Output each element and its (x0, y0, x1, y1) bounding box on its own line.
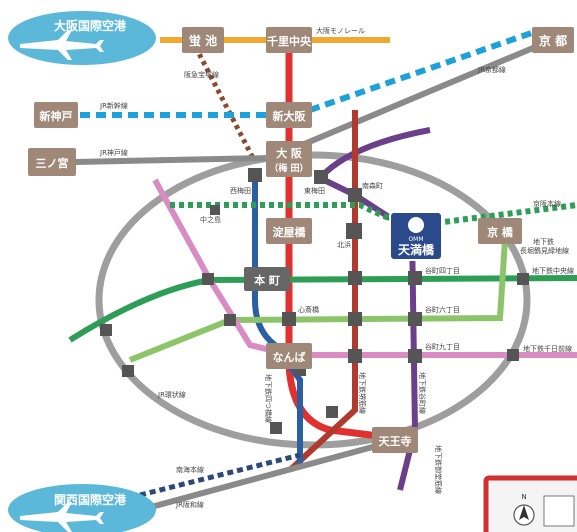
node-nishi-umeda (248, 168, 262, 182)
label-nagahori-line-1: 地下鉄 (533, 237, 554, 246)
station-tennoji: 天王寺 (379, 434, 412, 448)
label-tanimachi9: 谷町九丁目 (425, 342, 460, 351)
label-tanimachi6: 谷町六丁目 (425, 305, 460, 314)
airplane-icon (20, 30, 104, 60)
node-nagahori-w2 (100, 324, 112, 336)
station-tenmabashi-logo-icon (408, 217, 424, 233)
node-minami-morimachi (348, 188, 362, 202)
station-kyoto: 京 都 (539, 33, 567, 48)
station-tenmabashi: 天満橋 (398, 242, 435, 257)
node-loop-w (122, 365, 134, 377)
station-shin-kobe-box[interactable] (34, 102, 78, 128)
station-tenmabashi-box[interactable] (389, 211, 443, 261)
label-yotsubashi: 地下鉄四つ橋線 (264, 374, 273, 423)
node-chuo-e (517, 273, 529, 285)
station-honmachi-box[interactable] (244, 267, 290, 291)
label-monorail: 大阪モノレール (316, 26, 365, 35)
label-minami-morimachi: 南森町 (362, 181, 383, 190)
north-arrow-icon (519, 505, 529, 520)
station-shin-osaka: 新大阪 (273, 109, 307, 123)
station-yodoyabashi-box[interactable] (266, 218, 312, 244)
label-jr-kyoto: JR京都線 (477, 65, 506, 74)
node-nihonbashi (348, 349, 362, 363)
jr-kobe-line (74, 155, 271, 165)
label-keihan: 京阪本線 (533, 199, 561, 208)
node-nakanoshima (210, 205, 220, 215)
label-chuo-line: 地下鉄中央線 (532, 266, 574, 275)
sakaisuji-line (287, 110, 358, 473)
node-tanimachi4 (408, 271, 422, 285)
airport-kansai-label: 関西国際空港 (54, 492, 127, 507)
label-midosuji: 地下鉄御堂筋線 (434, 445, 443, 494)
station-tenmabashi-logo: OMM (408, 236, 423, 243)
station-hotarugaike: 蛍 池 (189, 33, 217, 48)
jr-shinkansen-line-2 (309, 27, 541, 113)
station-kyobashi: 京 橋 (487, 225, 514, 239)
station-senri-chuo-box[interactable] (266, 27, 312, 53)
label-hankyu: 阪急宝塚線 (184, 70, 219, 79)
node-tennoji-w (270, 422, 282, 434)
station-kyobashi-box[interactable] (478, 218, 522, 244)
legend-north-label: N (521, 493, 526, 501)
station-namba-box[interactable] (266, 343, 312, 369)
node-sakaisuji-honmachi (348, 271, 362, 285)
airport-itami-badge[interactable] (8, 11, 156, 65)
station-sannomiya-box[interactable] (28, 148, 76, 176)
label-kitahama: 北浜 (337, 240, 351, 249)
node-chuo-w (202, 273, 214, 285)
label-nagahori-line-2: 長堀鶴見緑地線 (520, 246, 569, 255)
hankyu-takarazuka-line (189, 38, 257, 162)
station-shin-osaka-box[interactable] (266, 102, 312, 128)
label-higashi-umeda: 東梅田 (304, 186, 325, 195)
label-nakanoshima: 中之島 (200, 215, 221, 224)
station-sannomiya: 三ノ宮 (36, 156, 69, 170)
label-jr-loop: JR環状線 (157, 390, 186, 399)
node-higashi-umeda (314, 170, 328, 184)
label-jr-hanwa: JR阪和線 (175, 500, 204, 509)
label-sakaisuji: 地下鉄堺筋線 (358, 372, 367, 414)
label-nishi-umeda: 西梅田 (230, 186, 251, 195)
station-namba: なんば (273, 350, 306, 364)
label-nagahori-line: 地下鉄 長堀鶴見緑地線 (520, 237, 569, 255)
node-nagahoribashi (348, 312, 362, 326)
label-shinsaibashi: 心斎橋 (298, 305, 319, 314)
jr-hanwa-line (139, 442, 381, 513)
station-osaka: 大 阪 (276, 146, 303, 160)
station-yodoyabashi: 淀屋橋 (273, 225, 307, 239)
station-hotarugaike-box[interactable] (182, 27, 224, 53)
station-osaka-box[interactable] (266, 141, 312, 177)
station-osaka-umeda: （梅 田） (269, 162, 308, 174)
airport-itami-label: 大阪国際空港 (54, 18, 127, 33)
label-jr-kobe: JR神戸線 (99, 148, 128, 157)
station-honmachi: 本 町 (254, 273, 280, 287)
node-tanimachi6 (408, 312, 422, 326)
station-tennoji-box[interactable] (372, 427, 418, 453)
label-tanimachi4: 谷町四丁目 (425, 266, 460, 275)
node-ebisucho (326, 406, 338, 418)
airport-kansai-badge[interactable] (8, 484, 156, 532)
station-kyoto-box[interactable] (532, 27, 574, 53)
label-sennichimae: 地下鉄千日前線 (523, 344, 572, 353)
node-tanimachi9 (408, 349, 422, 363)
label-nankai: 南海本線 (176, 465, 204, 474)
nagahori-line (128, 239, 508, 363)
node-tsuruhashi (507, 349, 519, 361)
station-shin-kobe: 新神戸 (40, 109, 73, 123)
label-tanimachi-line: 地下鉄谷町線 (418, 372, 427, 414)
legend-swatch (543, 495, 575, 527)
sennichimae-line (152, 178, 577, 358)
station-senri-chuo: 千里中央 (267, 34, 312, 48)
node-nagahori-w (224, 314, 236, 326)
node-shinsaibashi (282, 312, 296, 326)
node-kitahama (346, 223, 362, 239)
nankai-line (139, 452, 301, 498)
jr-kyoto-line (288, 37, 554, 153)
label-jr-shinkansen: JR新幹線 (99, 101, 128, 110)
airplane-icon (20, 502, 104, 532)
